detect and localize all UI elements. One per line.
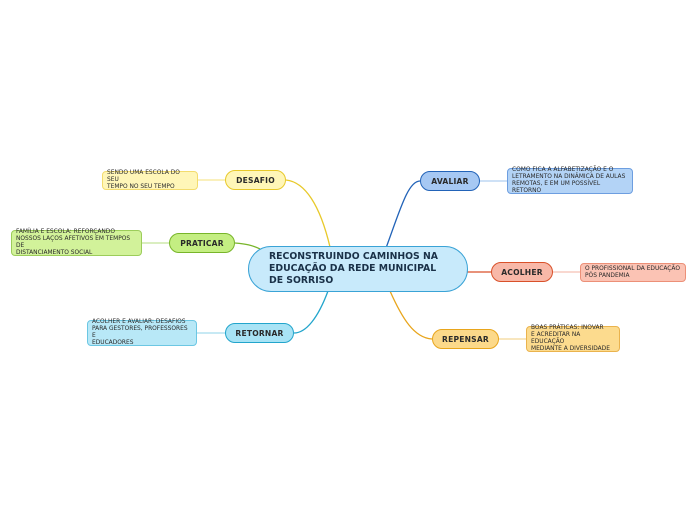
topic-avaliar-label: AVALIAR <box>431 176 469 186</box>
note-praticar[interactable]: FAMÍLIA E ESCOLA: REFORÇANDO NOSSOS LAÇO… <box>11 229 142 256</box>
note-avaliar-line-2: LETRAMENTO NA DINÂMICA DE AULAS <box>512 174 626 180</box>
note-acolher-line-1: O PROFISSIONAL DA EDUCAÇÃO <box>585 265 680 272</box>
note-retornar-line-3: EDUCADORES <box>92 340 134 346</box>
link-desafio <box>285 179 331 248</box>
note-acolher[interactable]: O PROFISSIONAL DA EDUCAÇÃO PÓS PANDEMIA <box>580 263 686 282</box>
topic-avaliar[interactable]: AVALIAR <box>420 171 480 191</box>
central-topic-line-3: DE SORRISO <box>269 275 334 286</box>
topic-desafio-label: DESAFIO <box>236 175 275 185</box>
topic-retornar-label: RETORNAR <box>235 328 284 338</box>
topic-desafio[interactable]: DESAFIO <box>225 170 286 190</box>
note-repensar-line-2: E ACREDITAR NA EDUCAÇÃO <box>531 332 581 345</box>
central-topic-line-1: RECONSTRUINDO CAMINHOS NA <box>269 251 438 262</box>
link-repensar <box>389 290 433 340</box>
note-repensar-line-1: BOAS PRÁTICAS: INOVAR <box>531 325 604 331</box>
note-avaliar-line-3: REMOTAS, E EM UM POSSÍVEL RETORNO <box>512 181 601 194</box>
topic-repensar[interactable]: REPENSAR <box>432 329 499 349</box>
note-repensar-line-3: MEDIANTE A DIVERSIDADE <box>531 346 610 352</box>
central-topic[interactable]: RECONSTRUINDO CAMINHOS NA EDUCAÇÃO DA RE… <box>248 246 468 292</box>
central-topic-line-2: EDUCAÇÃO DA REDE MUNICIPAL <box>269 263 437 274</box>
topic-repensar-label: REPENSAR <box>442 334 489 344</box>
link-avaliar <box>385 180 421 249</box>
note-avaliar-line-1: COMO FICA A ALFABETIZAÇÃO E O <box>512 167 614 173</box>
note-desafio-line-2: TEMPO NO SEU TEMPO <box>107 184 175 190</box>
note-desafio-line-1: SENDO UMA ESCOLA DO SEU <box>107 170 180 183</box>
topic-praticar[interactable]: PRATICAR <box>169 233 235 253</box>
note-avaliar[interactable]: COMO FICA A ALFABETIZAÇÃO E O LETRAMENTO… <box>507 167 633 194</box>
topic-acolher[interactable]: ACOLHER <box>491 262 553 282</box>
note-acolher-line-2: PÓS PANDEMIA <box>585 272 630 279</box>
note-desafio[interactable]: SENDO UMA ESCOLA DO SEU TEMPO NO SEU TEM… <box>102 170 198 190</box>
link-praticar <box>234 242 261 250</box>
note-retornar-line-1: ACOLHER E AVALIAR: DESAFIOS <box>92 319 186 325</box>
link-retornar <box>293 290 329 334</box>
topic-acolher-label: ACOLHER <box>501 267 543 277</box>
note-praticar-line-2: NOSSOS LAÇOS AFETIVOS EM TEMPOS DE <box>16 236 131 249</box>
note-retornar[interactable]: ACOLHER E AVALIAR: DESAFIOS PARA GESTORE… <box>87 319 197 346</box>
topic-retornar[interactable]: RETORNAR <box>225 323 294 343</box>
note-retornar-line-2: PARA GESTORES, PROFESSORES E <box>92 326 188 339</box>
note-praticar-line-3: DISTANCIAMENTO SOCIAL <box>16 250 93 256</box>
note-repensar[interactable]: BOAS PRÁTICAS: INOVAR E ACREDITAR NA EDU… <box>526 325 620 352</box>
note-praticar-line-1: FAMÍLIA E ESCOLA: REFORÇANDO <box>16 229 115 235</box>
topic-praticar-label: PRATICAR <box>180 238 224 248</box>
